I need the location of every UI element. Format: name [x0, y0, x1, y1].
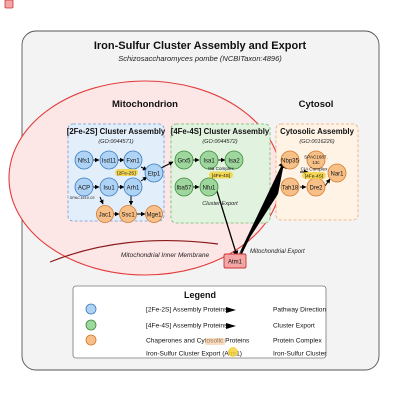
protein-complex-icon	[205, 338, 225, 345]
label-etp1: Etp1	[148, 172, 161, 178]
legend-label-fe4s4: [4Fe-4S] Assembly Proteins	[146, 323, 228, 330]
legend-swatch-fe2s2	[85, 303, 97, 315]
cluster-export-label: Cluster Export	[202, 201, 238, 207]
inner-membrane-label: Mitochondrial Inner Membrane	[121, 252, 210, 259]
legend-title: Legend	[184, 290, 216, 300]
legend-swatch-fe4s4	[85, 319, 97, 331]
legend-right-protein-complex: Protein Complex	[273, 338, 322, 345]
mitochondrion-label: Mitochondrion	[112, 99, 178, 110]
node-isd11[interactable]: Isd11	[99, 150, 119, 170]
node-arh1[interactable]: Arh1	[123, 177, 143, 197]
node-nfs1[interactable]: Nfs1	[74, 150, 94, 170]
fe4s4-badge-text: [4Fe-4S]	[212, 173, 230, 179]
edge-nfu1-atm1	[215, 187, 239, 257]
label-cia-gene-suffix: 13c	[312, 160, 320, 165]
label-fxn1: Fxn1	[126, 159, 140, 165]
label-nbp35: Nbp35	[281, 159, 299, 165]
legend-labels: [2Fe-2S] Assembly Proteins [4Fe-4S] Asse…	[146, 307, 250, 358]
decor-red-square	[4, 0, 14, 9]
legend-swatch-chaperones	[85, 334, 97, 346]
node-etp1[interactable]: Etp1	[144, 163, 164, 183]
cia-badge-text: [4Fe-4S]	[305, 174, 323, 180]
cyto-module-title: Cytosolic Assembly	[280, 127, 354, 136]
edge-dre2-nar1	[324, 178, 331, 187]
fe2s2-badge-text: [2Fe-2S]	[117, 171, 135, 177]
legend-right-iron-sulfur-cluster: Iron-Sulfur Cluster	[273, 351, 327, 358]
export-arrow	[238, 159, 287, 259]
node-fxn1[interactable]: Fxn1	[123, 150, 143, 170]
protein-nodes: Nfs1 Isd11 Fxn1 ACP Isu1 Arh1 Etp1	[74, 150, 347, 223]
cytosol-label: Cytosol	[299, 99, 334, 110]
label-iba57: Iba57	[176, 186, 192, 192]
pathway-edges	[93, 157, 331, 257]
label-acp: ACP	[78, 186, 90, 192]
node-iba57[interactable]: Iba57	[174, 177, 194, 197]
node-tah18[interactable]: Tah18	[280, 177, 300, 197]
legend-label-fe2s2: [2Fe-2S] Assembly Proteins	[146, 307, 228, 314]
legend-right-pathway-direction: Pathway Direction	[273, 307, 326, 314]
legend-right-cluster-export: Cluster Export	[273, 323, 315, 330]
isa-complex-label: Isa Complex	[208, 166, 234, 171]
acp-sublabel: SPAC1610.03	[69, 195, 95, 200]
label-atm1: Atm1	[228, 260, 243, 266]
fe2s2-module-go: (GO:0044571)	[98, 139, 133, 145]
node-jac1[interactable]: Jac1	[96, 205, 114, 223]
edge-isu1-jac1	[99, 196, 104, 205]
node-cia-gene[interactable]: SPAC1687. 13c	[304, 150, 328, 170]
fe4s4-module-go: (GO:0044572)	[202, 139, 237, 145]
fe4s4-module-title: [4Fe-4S] Cluster Assembly	[171, 127, 270, 136]
mito-export-label: Mitochondrial Export	[250, 249, 305, 255]
cluster-export-fan	[238, 158, 285, 256]
label-isa1: Isa1	[203, 159, 215, 165]
node-grx5[interactable]: Grx5	[174, 150, 194, 170]
label-arh1: Arh1	[127, 186, 140, 192]
label-isu1: Isu1	[103, 186, 115, 192]
cyto-module-go: (GO:0016226)	[299, 139, 334, 145]
node-acp[interactable]: ACP	[74, 177, 94, 197]
fe4s4-badge	[209, 171, 233, 179]
diagram-title: Iron-Sulfur Cluster Assembly and Export	[94, 40, 307, 52]
cia-badge	[302, 172, 326, 179]
label-isd11: Isd11	[102, 159, 117, 165]
node-nbp35[interactable]: Nbp35	[280, 150, 300, 170]
label-tah18: Tah18	[282, 186, 299, 192]
label-grx5: Grx5	[177, 159, 191, 165]
node-ssc1[interactable]: Ssc1	[119, 205, 137, 223]
legend-label-export: Iron-Sulfur Cluster Export (Atm1)	[146, 351, 242, 358]
edge-etp1-grx5	[160, 161, 174, 169]
label-nfu1: Nfu1	[203, 186, 216, 192]
diagram-subtitle: Schizosaccharomyces pombe (NCBITaxon:489…	[118, 54, 282, 63]
legend-box	[72, 285, 327, 359]
label-ssc1: Ssc1	[121, 213, 135, 219]
inner-membrane-line	[49, 239, 219, 263]
legend-label-chaperones: Chaperones and Cytosolic Proteins	[146, 338, 250, 345]
node-nar1[interactable]: Nar1	[327, 163, 347, 183]
label-nfs1: Nfs1	[78, 159, 91, 165]
node-isa1[interactable]: Isa1	[199, 150, 219, 170]
legend-right-labels: Pathway Direction Cluster Export Protein…	[273, 307, 327, 358]
label-cia-gene: SPAC1687.	[304, 155, 328, 160]
label-dre2: Dre2	[309, 186, 323, 192]
node-atm1[interactable]	[223, 253, 247, 269]
label-nar1: Nar1	[330, 172, 344, 178]
label-jac1: Jac1	[99, 213, 112, 219]
node-mge1[interactable]: Mge1	[145, 205, 163, 223]
iron-sulfur-cluster-icon	[228, 347, 238, 357]
cia-complex-label: CIA Complex	[301, 167, 329, 172]
label-isa2: Isa2	[228, 159, 240, 165]
node-dre2[interactable]: Dre2	[306, 177, 326, 197]
cluster-export-arrow-icon	[226, 323, 236, 329]
node-isa2[interactable]: Isa2	[224, 150, 244, 170]
fe2s2-badge	[115, 169, 138, 176]
fe2s2-module-title: [2Fe-2S] Cluster Assembly	[67, 127, 166, 136]
node-nfu1[interactable]: Nfu1	[199, 177, 219, 197]
legend-swatches	[85, 303, 97, 346]
pathway-direction-arrow-icon	[226, 307, 236, 313]
label-mge1: Mge1	[146, 213, 162, 219]
node-isu1[interactable]: Isu1	[99, 177, 119, 197]
